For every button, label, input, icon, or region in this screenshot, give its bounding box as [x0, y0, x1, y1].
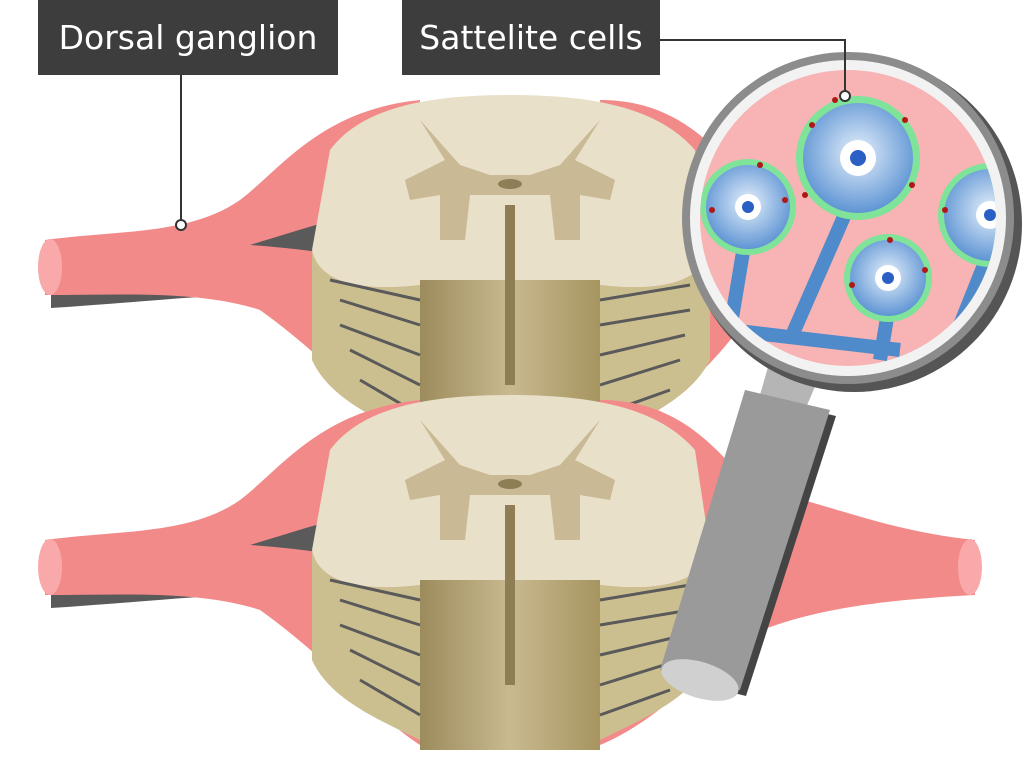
- spinal-segment-lower: [36, 393, 762, 752]
- satellite-cell-nuclei: [709, 97, 948, 288]
- label-satellite-cells: Sattelite cells: [402, 0, 660, 75]
- spinal-segment-upper: [38, 95, 760, 450]
- magnifier-handle: [660, 360, 836, 701]
- nerve-end-right: [958, 539, 982, 595]
- pointer-dot-satellite-cells: [839, 90, 851, 102]
- nerve-end-left: [38, 239, 62, 295]
- pointer-dot-dorsal-ganglion: [175, 219, 187, 231]
- magnifier-lens: [682, 52, 1022, 392]
- label-dorsal-ganglion: Dorsal ganglion: [38, 0, 338, 75]
- leader-line-satellite-cells: [660, 39, 846, 96]
- neuron-cell-bodies: [700, 96, 996, 322]
